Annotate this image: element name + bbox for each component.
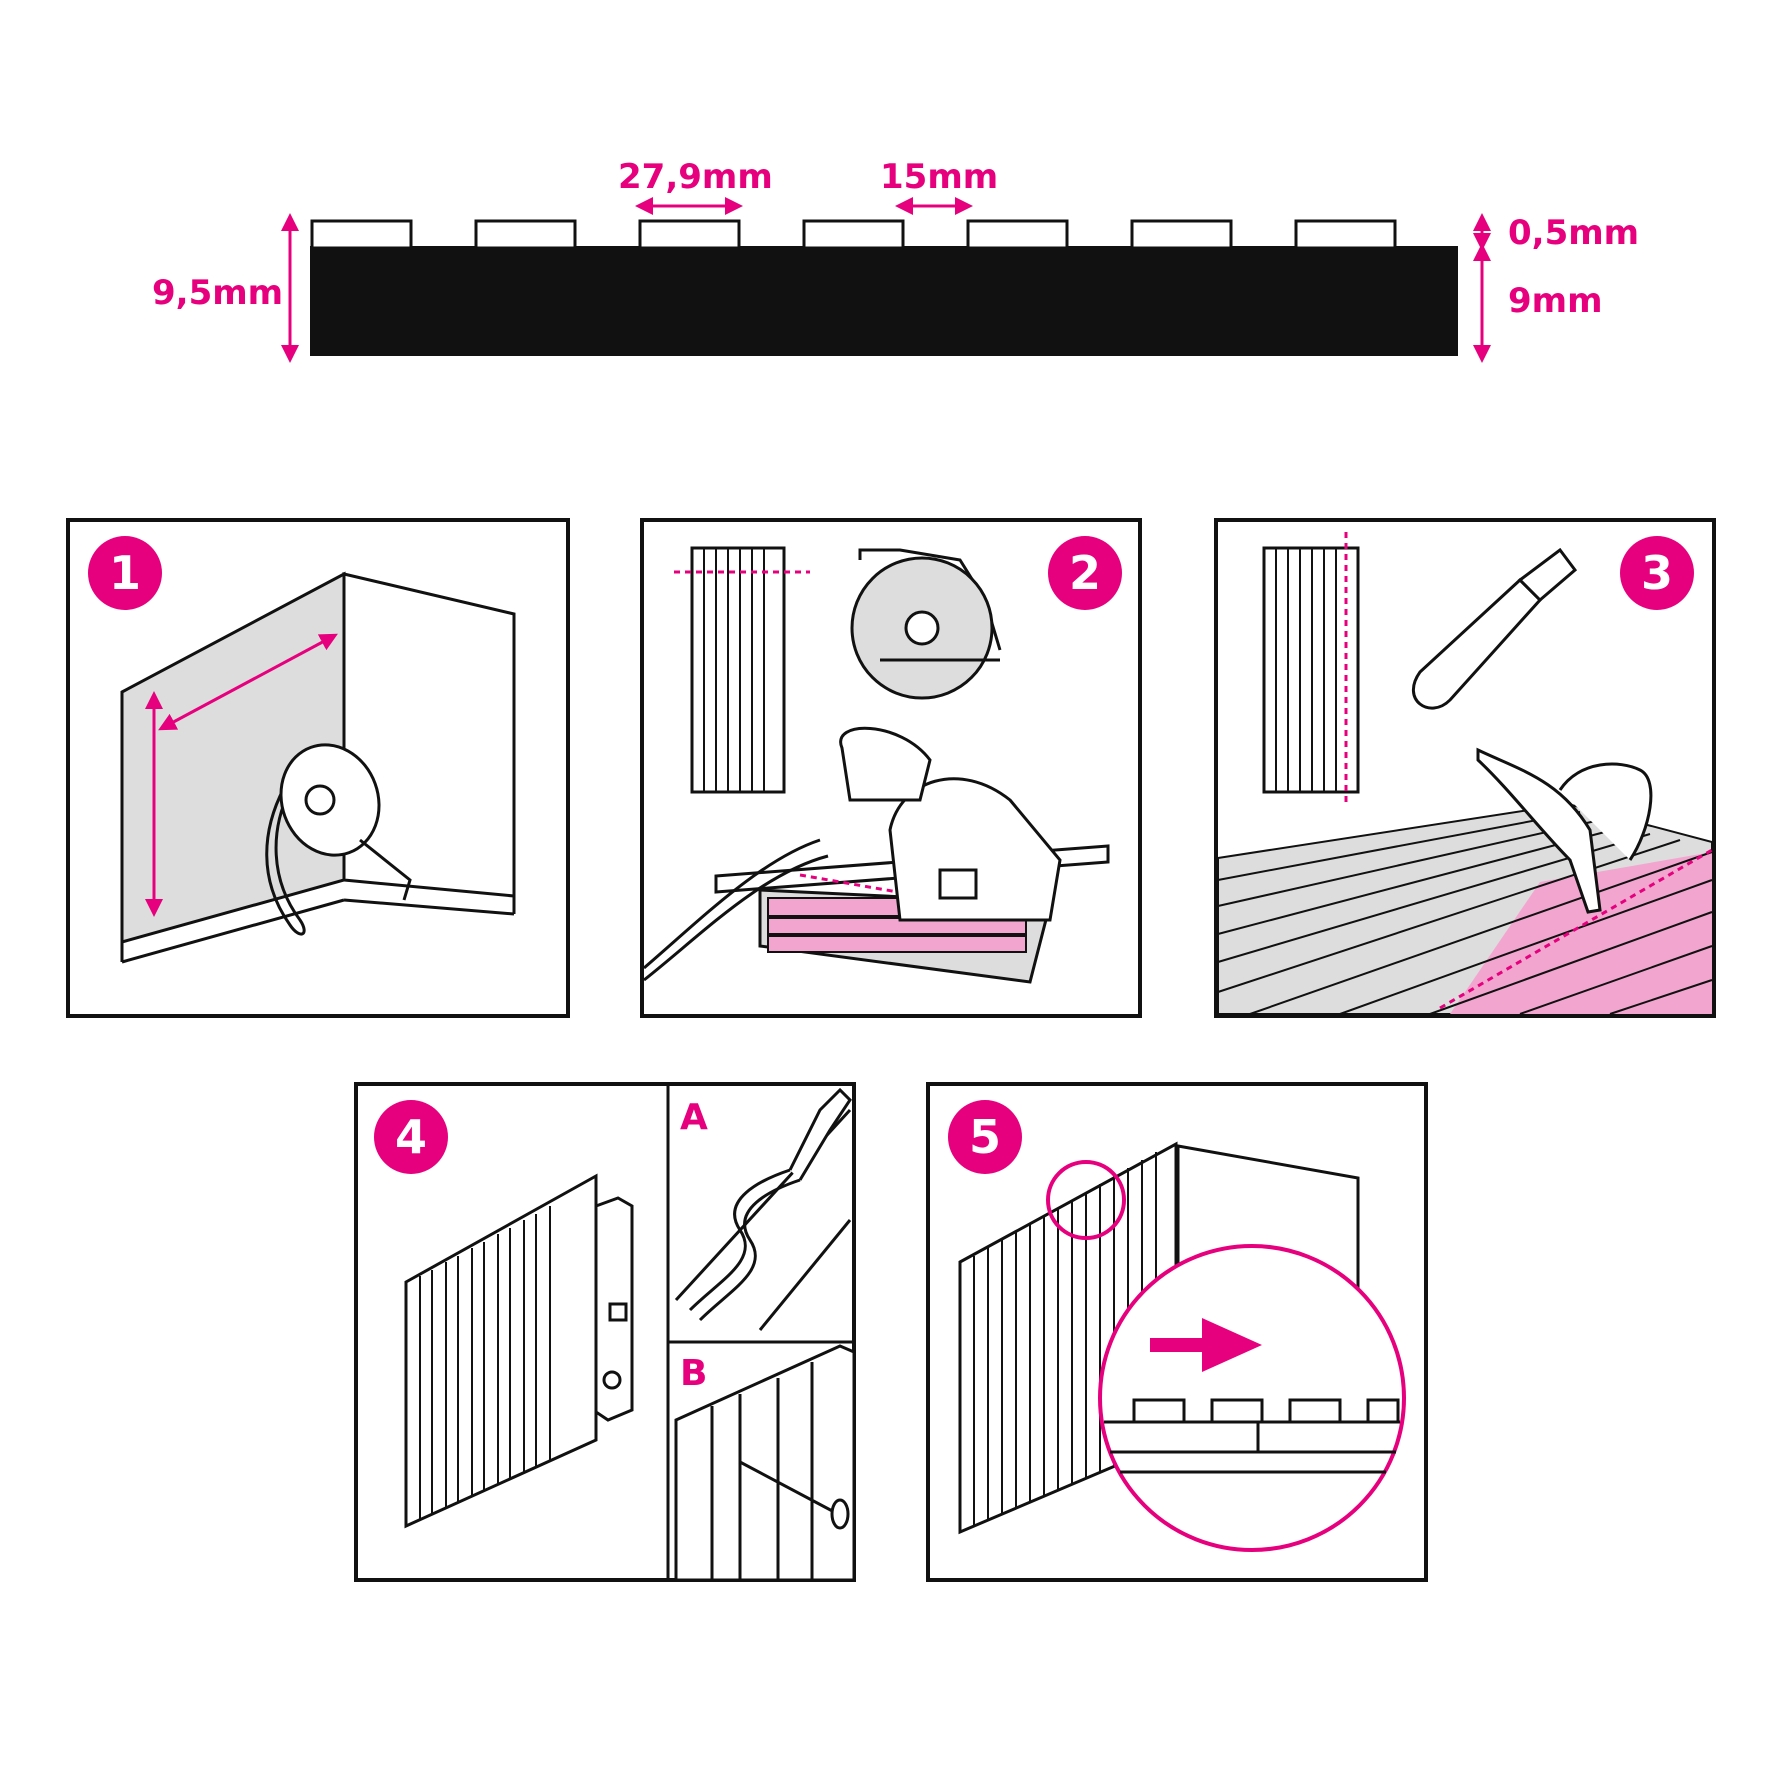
step-3-panel — [1214, 518, 1716, 1018]
circular-saw-icon — [850, 548, 1002, 700]
gap-width-label: 15mm — [880, 157, 999, 197]
rib-width-label: 27,9mm — [618, 157, 773, 197]
spirit-level-icon — [594, 1196, 634, 1422]
step-1-panel — [66, 518, 570, 1018]
profile-ribs — [310, 219, 1397, 250]
profile-base — [310, 246, 1458, 356]
arrow-right-icon — [1150, 1318, 1262, 1372]
step-1-badge: 1 — [88, 536, 162, 610]
step-2-panel — [640, 518, 1142, 1018]
subpanel-b-label: B — [680, 1353, 708, 1394]
step-4-badge: 4 — [374, 1100, 448, 1174]
screw-fixing-illustration — [674, 1344, 856, 1582]
step-4-panel — [354, 1082, 856, 1582]
profile-cross-section — [281, 197, 1491, 363]
step-5-badge: 5 — [948, 1100, 1022, 1174]
step-3-badge: 3 — [1620, 536, 1694, 610]
utility-knife-icon — [1412, 547, 1578, 710]
magnified-joint-detail — [1098, 1244, 1406, 1552]
total-height-label: 9,5mm — [152, 273, 284, 313]
glue-application-illustration — [674, 1087, 852, 1331]
tape-measure-icon — [265, 743, 412, 936]
step-2-badge: 2 — [1048, 536, 1122, 610]
step-5-panel — [926, 1082, 1428, 1582]
subpanel-a-label: A — [680, 1097, 708, 1138]
base-height-label: 9mm — [1508, 281, 1603, 321]
rib-height-label: 0,5mm — [1508, 213, 1640, 253]
detail-callout-ring — [1046, 1160, 1126, 1240]
